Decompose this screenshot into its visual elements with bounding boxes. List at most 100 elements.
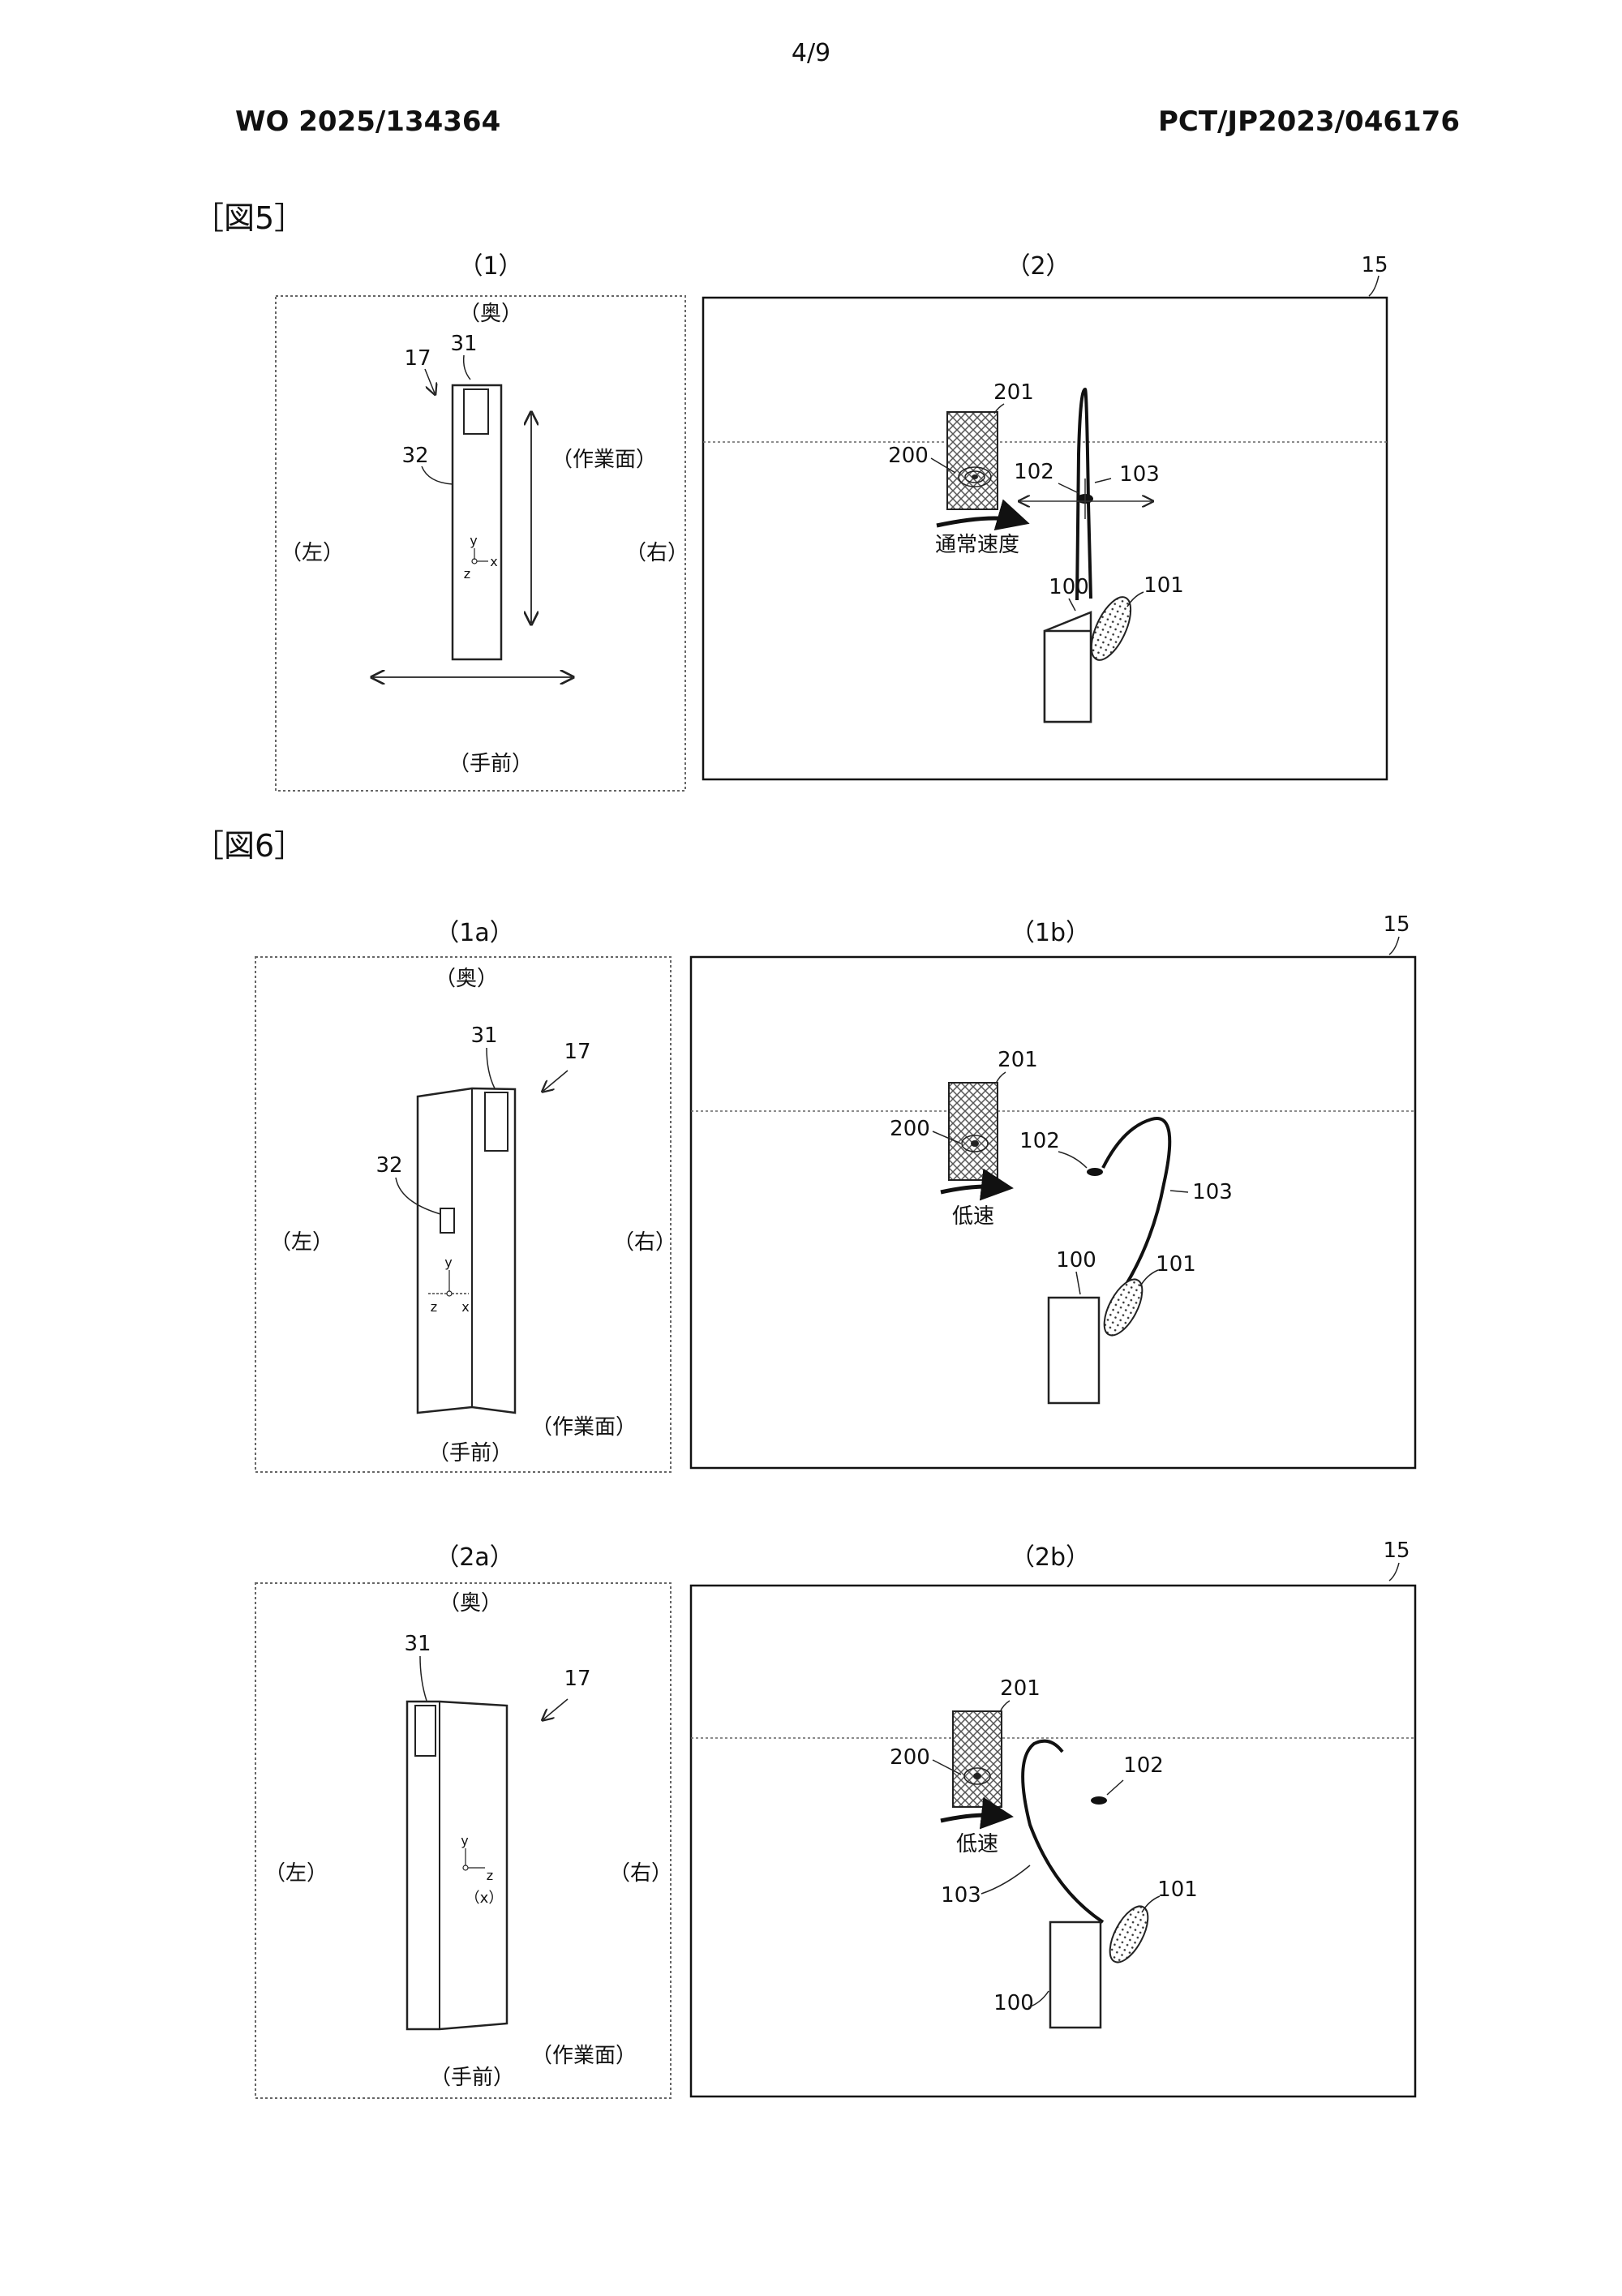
fig5-panel-1-frame: [275, 295, 686, 792]
sensor-32: [440, 1208, 455, 1234]
fig6-panel-1a-label: （1a）: [435, 919, 513, 947]
page-number: 4/9: [791, 39, 831, 67]
hand-device: [1049, 1920, 1102, 2029]
fig6-panel-2a: （2a） （奥） （手前） （左） （右） （作業面） 31 17 y z （x…: [255, 1543, 672, 2099]
ref-201: 201: [998, 1048, 1038, 1072]
camera-view-frame: [689, 955, 1417, 1470]
ref-15: 15: [1383, 1539, 1410, 1563]
label-work-surface: （作業面）: [551, 448, 657, 472]
ref-15: 15: [1383, 912, 1410, 937]
speed-label: 低速: [956, 1832, 998, 1856]
svg-text:z: z: [464, 566, 470, 582]
ref-200: 200: [890, 1117, 930, 1141]
label-right: （右）: [613, 1230, 676, 1255]
svg-text:（x）: （x）: [466, 1890, 504, 1907]
ref-102: 102: [1123, 1753, 1164, 1778]
fig6-panel-2b: （2b） 15 201 200 低速 102 103 100 101: [689, 1539, 1417, 2098]
svg-text:z: z: [487, 1868, 493, 1883]
ref-101: 101: [1144, 573, 1184, 598]
label-front: （手前）: [430, 2066, 514, 2090]
axis-indicator: y z （x）: [461, 1833, 503, 1907]
ref-31: 31: [470, 1024, 497, 1048]
ref-101: 101: [1156, 1252, 1196, 1277]
ref-17: 17: [564, 1667, 590, 1691]
cable-tip: [1091, 1796, 1107, 1805]
ref-17: 17: [564, 1040, 590, 1064]
speed-label: 通常速度: [935, 533, 1019, 557]
ref-201: 201: [993, 380, 1034, 405]
label-right: （右）: [609, 1861, 672, 1886]
ref-100: 100: [993, 1991, 1034, 2015]
fig6-panel-2a-label: （2a）: [435, 1543, 513, 1572]
ref-201: 201: [1000, 1676, 1041, 1701]
cable: [1101, 1117, 1172, 1303]
label-back: （奥）: [435, 967, 498, 991]
label-front: （手前）: [448, 752, 533, 776]
ref-32: 32: [375, 1153, 402, 1178]
hand-device: [1043, 629, 1092, 723]
fig6-panel-1b: （1b） 15 201 200 低速 102 103 100 101: [689, 912, 1417, 1470]
svg-text:y: y: [444, 1255, 452, 1270]
fig5-panel-2: （2） 15 201 200 通常速度 102 103 100 101: [702, 252, 1388, 781]
ref-102: 102: [1014, 460, 1054, 484]
axis-indicator: y x z: [464, 533, 498, 582]
fig6-panel-2a-frame: [255, 1582, 672, 2099]
cable: [1021, 1739, 1105, 1924]
camera-window: [463, 388, 489, 435]
target-object: [946, 411, 998, 510]
ref-31: 31: [450, 332, 477, 356]
speed-label: 低速: [952, 1204, 994, 1229]
target-object: [952, 1710, 1002, 1808]
figure-5-label: ［図5］: [193, 200, 306, 236]
camera-view-frame: [702, 296, 1388, 781]
figure-6-label: ［図6］: [193, 828, 306, 864]
ref-101: 101: [1157, 1878, 1198, 1902]
ref-103: 103: [1192, 1180, 1233, 1204]
ref-32: 32: [401, 444, 428, 468]
label-work-surface: （作業面）: [531, 2044, 637, 2068]
camera-window: [484, 1092, 508, 1152]
label-front: （手前）: [428, 1441, 513, 1466]
movement-speed-arrow: [940, 1796, 1014, 1830]
ref-103: 103: [941, 1883, 981, 1908]
label-left: （左）: [270, 1230, 333, 1255]
ref-17: 17: [404, 346, 431, 371]
fig5-panel-1-label: （1）: [458, 252, 522, 281]
svg-text:y: y: [461, 1833, 468, 1848]
camera-window: [414, 1705, 436, 1757]
svg-text:z: z: [431, 1299, 437, 1315]
ref-100: 100: [1056, 1248, 1096, 1272]
label-left: （左）: [281, 541, 344, 565]
target-object: [948, 1082, 998, 1181]
label-right: （右）: [625, 541, 689, 565]
fig5-panel-1: （1） （奥） （手前） （左） （右） （作業面） 31 17 32 y x …: [275, 252, 689, 792]
application-number: PCT/JP2023/046176: [1157, 105, 1460, 138]
hand-device: [1047, 1296, 1101, 1405]
label-left: （左）: [264, 1861, 328, 1886]
ref-100: 100: [1049, 575, 1089, 599]
label-back: （奥）: [439, 1591, 502, 1616]
cable-tip: [1087, 1168, 1103, 1176]
ref-31: 31: [404, 1632, 431, 1656]
movement-speed-arrow: [936, 499, 1030, 531]
axis-indicator: y z x: [427, 1255, 470, 1315]
hand-pad: [1090, 596, 1132, 661]
label-back: （奥）: [459, 302, 522, 326]
ref-102: 102: [1019, 1129, 1060, 1153]
fig6-panel-1a-frame: [255, 956, 672, 1473]
ref-200: 200: [890, 1745, 930, 1770]
svg-text:x: x: [461, 1299, 469, 1315]
cable: [1075, 387, 1092, 601]
ref-103: 103: [1119, 462, 1160, 487]
label-work-surface: （作業面）: [531, 1415, 637, 1440]
ref-15: 15: [1361, 253, 1388, 277]
hand-pad: [1103, 1278, 1144, 1337]
publication-number: WO 2025/134364: [235, 105, 501, 138]
hand-pad: [1109, 1905, 1149, 1963]
fig6-panel-1a: （1a） （奥） （手前） （左） （右） （作業面） 31 17 32 y z…: [255, 919, 676, 1473]
ref-200: 200: [888, 444, 929, 468]
fig6-panel-1b-label: （1b）: [1011, 919, 1090, 947]
movement-speed-arrow: [940, 1168, 1014, 1201]
fig5-panel-2-label: （2）: [1006, 252, 1070, 281]
